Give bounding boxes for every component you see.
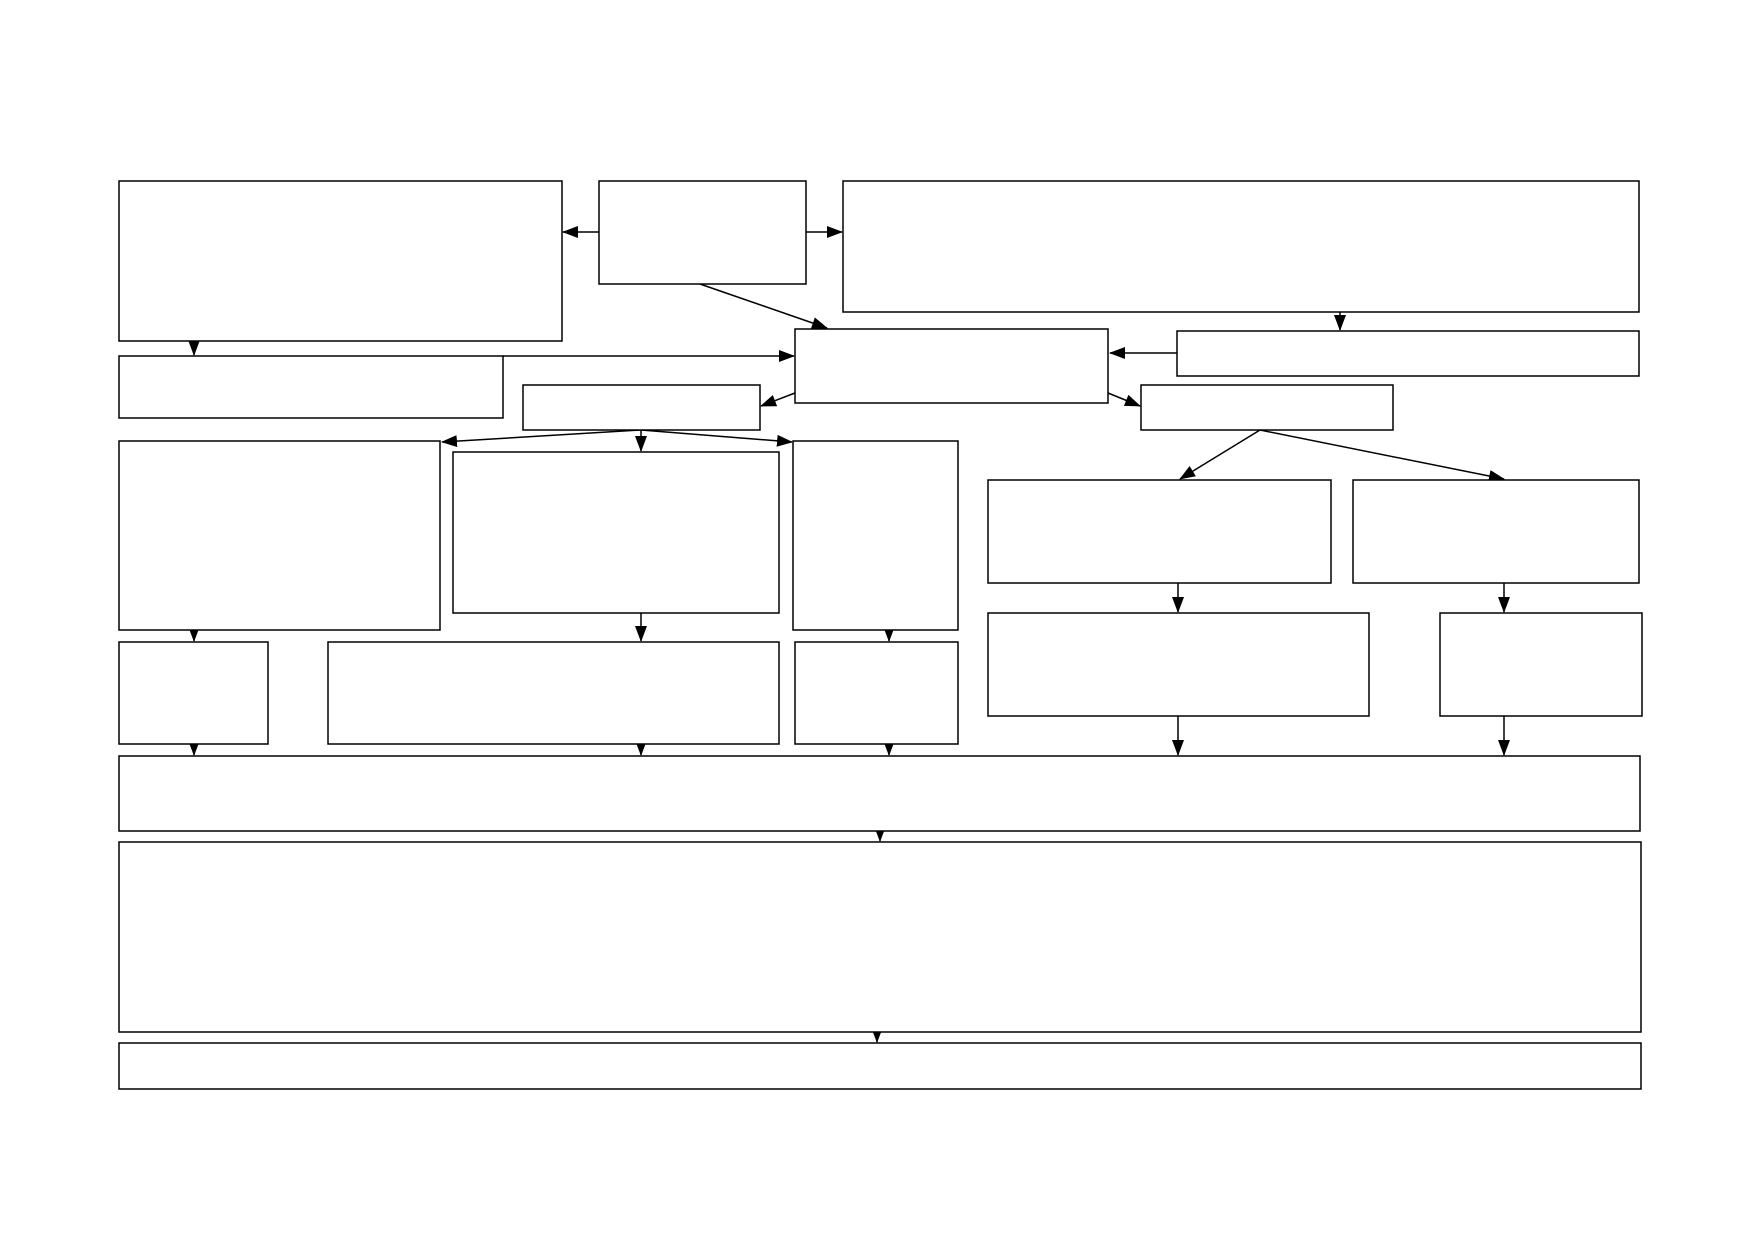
node-left-strip <box>118 355 504 419</box>
arrow-left-small-to-col-a-upper <box>441 429 642 448</box>
node-box <box>118 641 269 745</box>
arrow-hub-to-left-small <box>760 392 796 407</box>
node-col-a-lower <box>118 641 269 745</box>
node-box <box>118 755 1641 832</box>
node-hub <box>794 328 1109 404</box>
node-box <box>1439 612 1643 717</box>
node-box <box>987 612 1370 717</box>
node-top-right <box>842 180 1640 313</box>
node-box <box>1140 384 1394 431</box>
node-box <box>118 355 504 419</box>
node-wide-2 <box>118 841 1642 1033</box>
node-top-center <box>598 180 807 285</box>
node-box <box>118 440 441 631</box>
node-col-c-upper <box>792 440 959 631</box>
node-wide-1 <box>118 755 1641 832</box>
node-col-b-lower <box>327 641 780 745</box>
node-box <box>118 180 563 342</box>
node-box <box>598 180 807 285</box>
node-right-small <box>1140 384 1394 431</box>
node-col-b-upper <box>452 451 780 614</box>
node-col-d-upper <box>987 479 1332 584</box>
node-top-left <box>118 180 563 342</box>
arrow-top-center-to-hub <box>699 283 828 329</box>
node-left-small <box>522 384 761 431</box>
arrow-hub-to-right-small <box>1107 392 1141 407</box>
node-right-strip <box>1176 330 1640 377</box>
arrow-left-small-to-col-c-upper <box>640 429 793 447</box>
node-box <box>118 841 1642 1033</box>
node-box <box>452 451 780 614</box>
node-box <box>1352 479 1640 584</box>
node-box <box>794 328 1109 404</box>
node-box <box>1176 330 1640 377</box>
node-box <box>118 1042 1642 1090</box>
node-box <box>792 440 959 631</box>
node-box <box>987 479 1332 584</box>
node-wide-3 <box>118 1042 1642 1090</box>
node-col-a-upper <box>118 440 441 631</box>
node-box <box>522 384 761 431</box>
arrow-right-small-to-col-d-upper <box>1179 429 1261 480</box>
node-col-e-lower <box>1439 612 1643 717</box>
node-box <box>794 641 959 745</box>
node-col-e-upper <box>1352 479 1640 584</box>
node-box <box>842 180 1640 313</box>
arrow-right-small-to-col-e-upper <box>1259 429 1505 482</box>
node-col-d-lower <box>987 612 1370 717</box>
node-box <box>327 641 780 745</box>
node-col-c-lower <box>794 641 959 745</box>
